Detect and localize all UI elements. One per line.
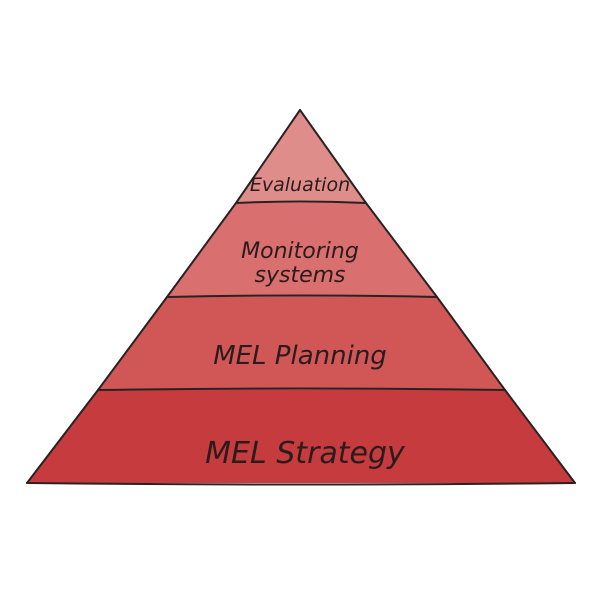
tier-mel-planning-label: MEL Planning	[213, 341, 387, 371]
divider-3	[97, 387, 506, 391]
tier-monitoring-systems-shape	[167, 203, 437, 297]
divider-2	[166, 294, 438, 298]
tier-evaluation-shape	[236, 110, 366, 203]
tier-monitoring-systems-label-line-2: systems	[255, 263, 346, 288]
tier-mel-strategy-shape	[27, 390, 575, 483]
tier-mel-planning-shape	[98, 297, 505, 390]
pyramid-base-edge	[26, 482, 576, 486]
tier-mel-strategy-label: MEL Strategy	[205, 436, 406, 471]
divider-1	[235, 200, 367, 204]
tier-evaluation-label: Evaluation	[250, 174, 350, 196]
pyramid-outline	[26, 109, 576, 486]
tier-monitoring-systems-label-line-1: Monitoring	[241, 239, 359, 264]
